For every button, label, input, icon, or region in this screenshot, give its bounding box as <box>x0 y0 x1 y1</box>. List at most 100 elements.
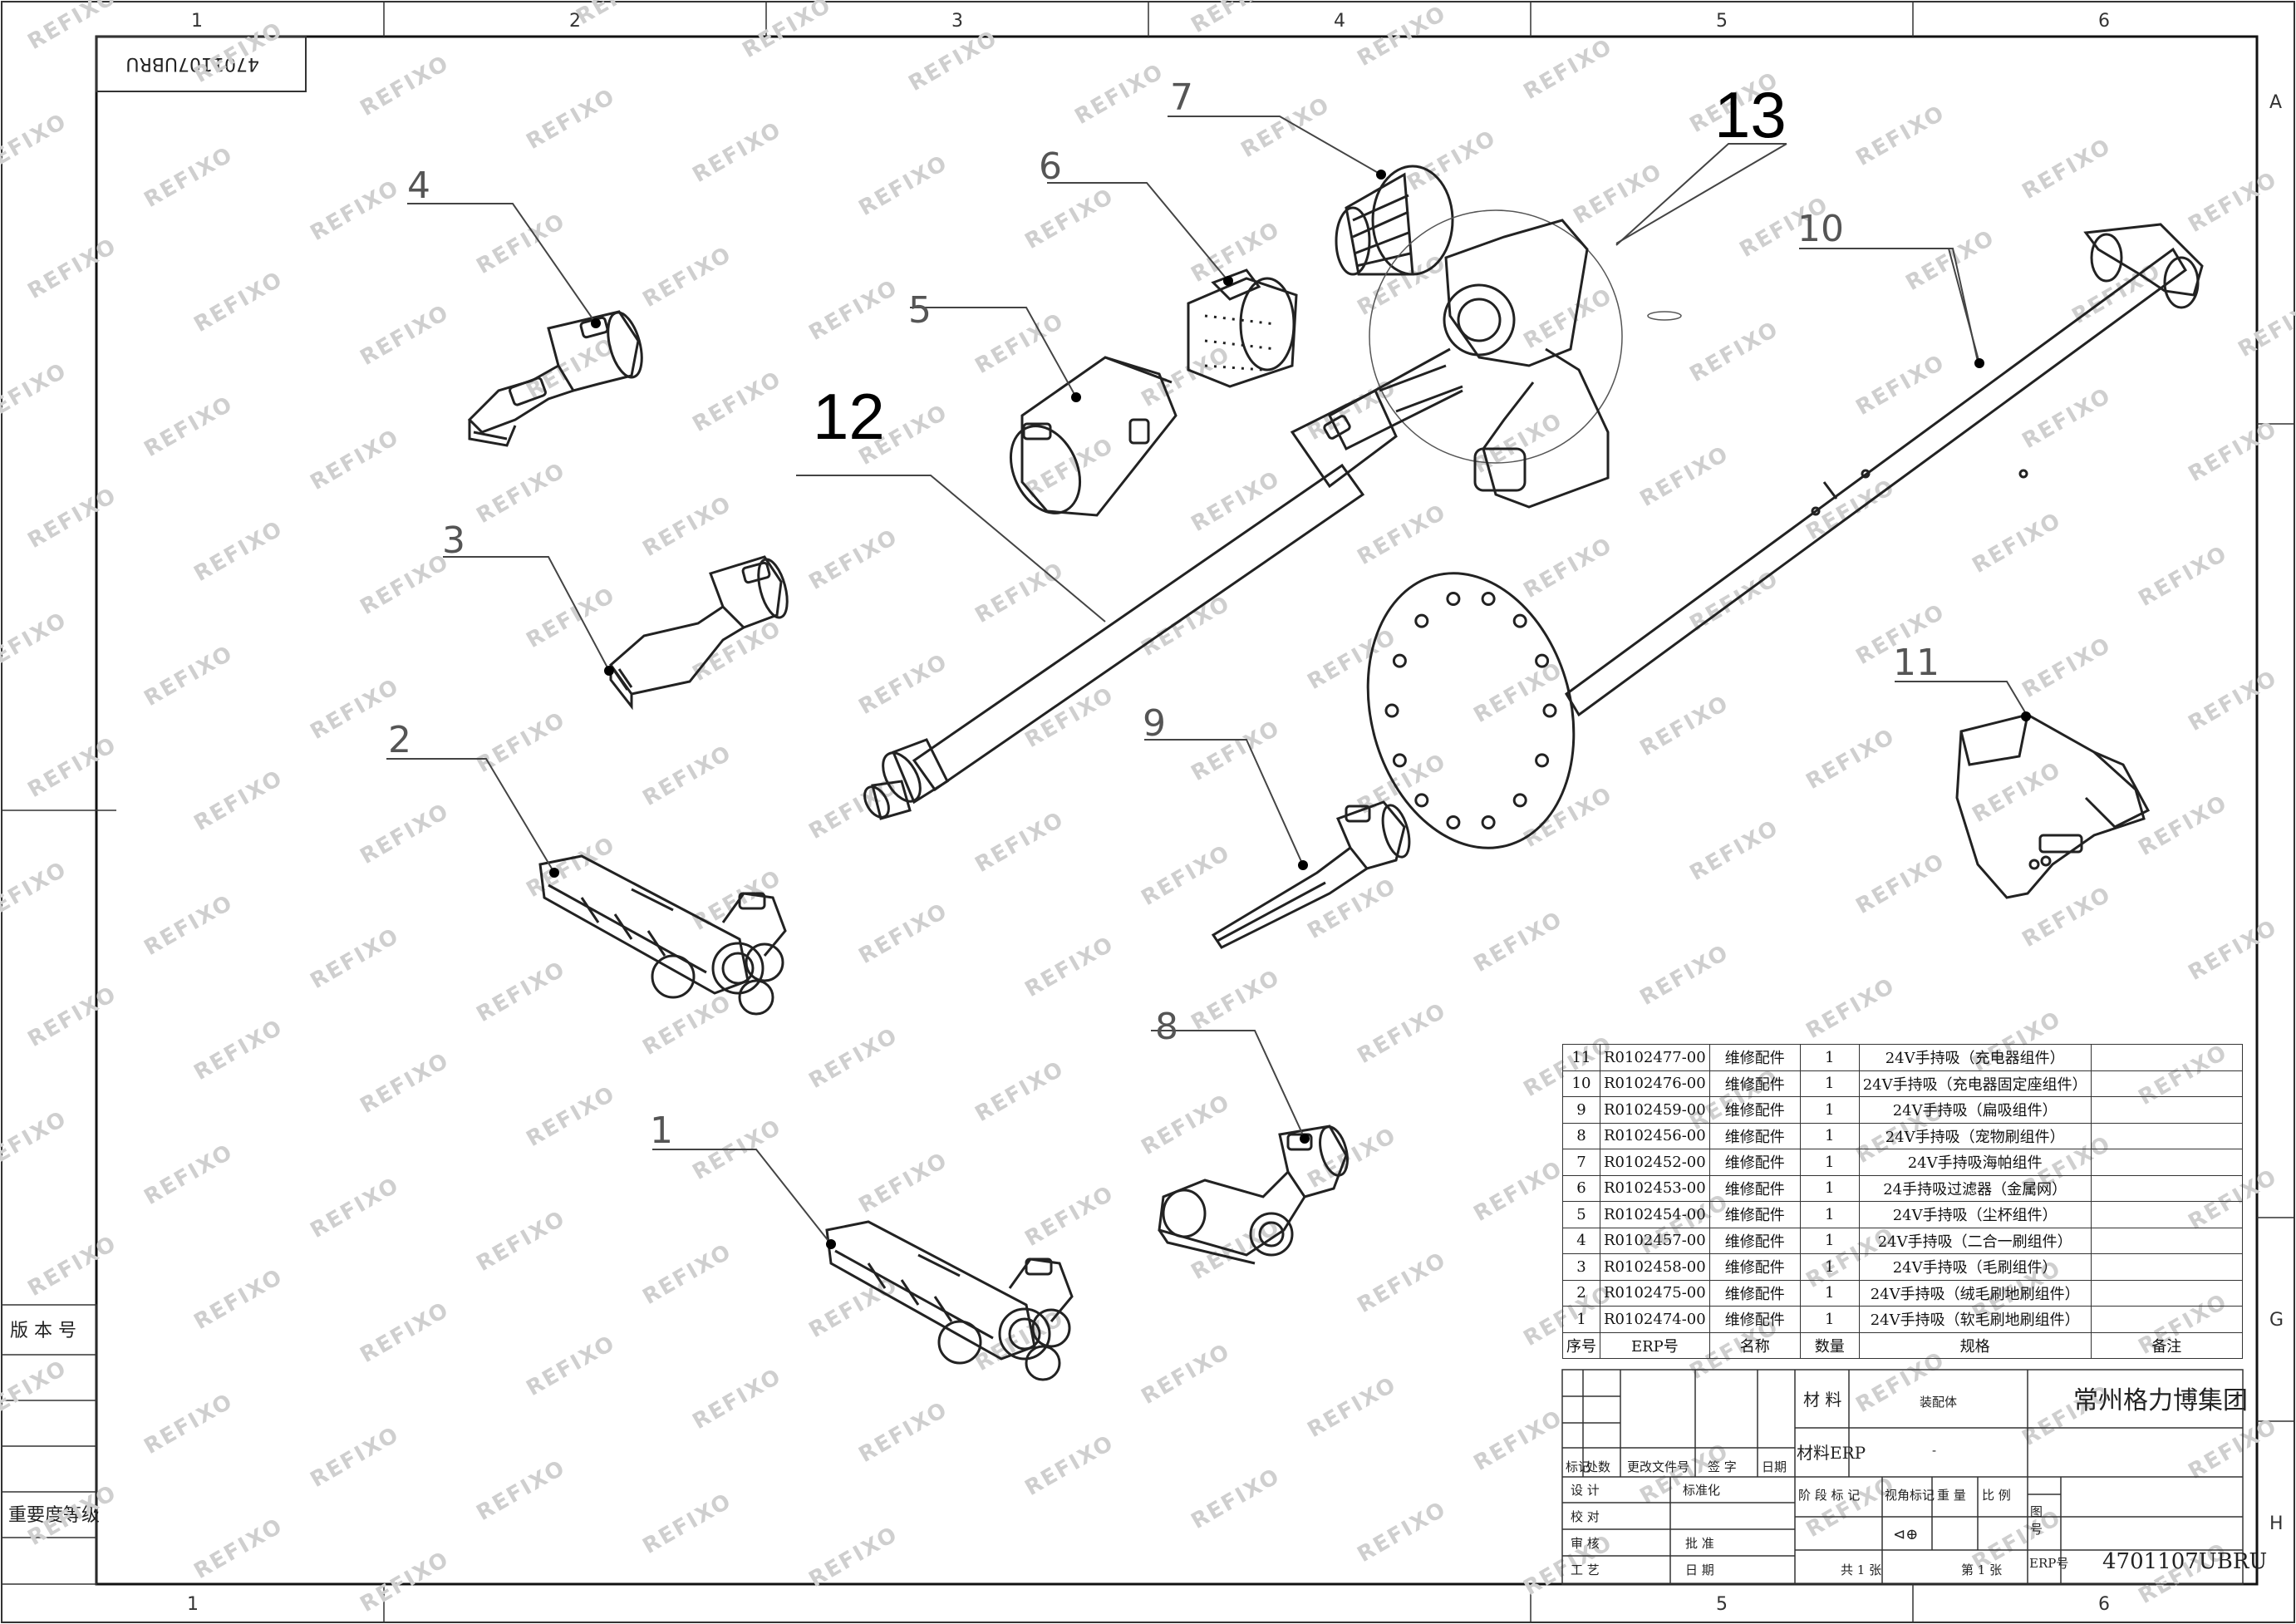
zone-top-4: 4 <box>1334 11 1345 32</box>
watermark-text: REFIXO <box>1187 466 1286 537</box>
watermark-text: REFIXO <box>24 0 122 55</box>
bom-cell <box>2090 1253 2244 1281</box>
watermark-text: REFIXO <box>689 367 787 437</box>
bom-cell: R0102459-00 <box>1600 1096 1710 1124</box>
bom-cell: R0102475-00 <box>1600 1279 1710 1307</box>
watermark-text: REFIXO <box>1021 1181 1119 1252</box>
watermark-text: REFIXO <box>2018 632 2117 703</box>
bom-cell: 维修配件 <box>1708 1044 1801 1071</box>
watermark-text: REFIXO <box>2185 416 2283 487</box>
watermark-text: REFIXO <box>24 483 122 554</box>
watermark-text: REFIXO <box>1902 225 2000 296</box>
watermark-text: REFIXO <box>1071 59 1169 130</box>
watermark-text: REFIXO <box>1686 815 1784 886</box>
bom-header-cell: 序号 <box>1562 1331 1600 1359</box>
watermark-text: REFIXO <box>1304 874 1402 944</box>
watermark-text: REFIXO <box>1470 907 1568 977</box>
bom-cell: 1 <box>1562 1306 1600 1333</box>
zone-top-1: 1 <box>191 11 203 32</box>
watermark-text: REFIXO <box>190 516 288 587</box>
bom-cell: 1 <box>1799 1227 1860 1254</box>
part-12-extension-tube <box>863 388 1398 820</box>
bom-cell: 24V手持吸（充电器组件） <box>1858 1044 2092 1071</box>
watermark-text: REFIXO <box>523 1081 621 1152</box>
watermark-text: REFIXO <box>1470 1156 1568 1227</box>
part-9-crevice-tool <box>1211 800 1411 949</box>
watermark-text: REFIXO <box>1187 965 1286 1036</box>
callout-9: 9 <box>1143 702 1166 745</box>
watermark-text: REFIXO <box>1354 998 1452 1069</box>
watermark-text: REFIXO <box>2018 383 2117 454</box>
bom-cell: 2 <box>1562 1279 1600 1307</box>
bom-cell: 4 <box>1562 1227 1600 1254</box>
watermark-text: REFIXO <box>0 1106 71 1177</box>
watermark-text: REFIXO <box>1636 940 1734 1011</box>
watermark-text: REFIXO <box>855 649 953 720</box>
bom-cell: 维修配件 <box>1708 1279 1801 1307</box>
watermark-text: REFIXO <box>1237 92 1335 163</box>
watermark-text: REFIXO <box>1304 1123 1402 1193</box>
material-label: 材 料 <box>1803 1390 1842 1410</box>
part-13-main-body <box>1328 209 1682 509</box>
base-hole <box>1446 592 1461 606</box>
watermark-text: REFIXO <box>1021 433 1119 504</box>
bom-cell: 1 <box>1799 1044 1860 1071</box>
erp-no-value: 4701107UBRU <box>2102 1549 2268 1574</box>
zone-top-5: 5 <box>1716 11 1728 32</box>
bom-cell <box>2090 1122 2244 1149</box>
watermark-text: REFIXO <box>473 707 571 778</box>
watermark-text: REFIXO <box>1686 317 1784 387</box>
watermark-text: REFIXO <box>473 458 571 529</box>
base-hole <box>1512 793 1527 808</box>
part-11-charger <box>1955 713 2151 899</box>
zone-top-6: 6 <box>2098 11 2110 32</box>
watermark-text: REFIXO <box>523 84 621 155</box>
watermark-text: REFIXO <box>307 1173 405 1243</box>
bom-cell: 24V手持吸（毛刷组件） <box>1858 1253 2092 1281</box>
watermark-text: REFIXO <box>2135 541 2233 612</box>
bom-cell: 24V手持吸（尘杯组件） <box>1858 1201 2092 1228</box>
bom-cell: 11 <box>1562 1044 1600 1071</box>
watermark-text: REFIXO <box>1520 782 1618 853</box>
company-name: 常州格力博集团 <box>2073 1386 2248 1415</box>
bom-cell: R0102477-00 <box>1600 1044 1710 1071</box>
bom-cell: 维修配件 <box>1708 1070 1801 1097</box>
erp-no-label: ERP号 <box>2029 1556 2069 1571</box>
role-review: 审 核 <box>1571 1536 1600 1551</box>
callout-13: 13 <box>1714 78 1787 151</box>
bom-cell <box>2090 1306 2244 1333</box>
bom-cell: 24V手持吸（二合一刷组件） <box>1858 1227 2092 1254</box>
watermark-text: REFIXO <box>140 890 238 961</box>
scale-label: 比 例 <box>1982 1488 2011 1503</box>
leader-dots <box>549 170 2031 1249</box>
watermark-text: REFIXO <box>140 1139 238 1210</box>
zone-bottom-6: 6 <box>2098 1594 2110 1615</box>
bom-cell: 维修配件 <box>1708 1174 1801 1202</box>
watermark-text: REFIXO <box>971 558 1069 628</box>
watermark-text: REFIXO <box>855 1148 953 1218</box>
watermark-text: REFIXO <box>1354 500 1452 570</box>
watermark-text: REFIXO <box>1138 840 1236 911</box>
watermark-text: REFIXO <box>0 109 71 180</box>
watermark-text: REFIXO <box>140 1389 238 1459</box>
bom-cell: R0102458-00 <box>1600 1253 1710 1281</box>
watermark-text: REFIXO <box>1354 1248 1452 1318</box>
base-hole <box>1392 753 1407 768</box>
base-hole <box>1446 815 1461 829</box>
watermark-text: REFIXO <box>2018 134 2117 204</box>
watermark-text: REFIXO <box>739 0 837 63</box>
title-block: 材 料 装配体 材料ERP - 常州格力博集团 标记 处数 更改文件号 签 字 … <box>1562 1370 2267 1584</box>
rev-header-sign: 签 字 <box>1708 1459 1737 1474</box>
bom-cell: 维修配件 <box>1708 1096 1801 1124</box>
base-hole <box>1542 703 1557 718</box>
zone-side-a: A <box>2269 92 2282 113</box>
watermark-text: REFIXO <box>639 990 737 1061</box>
role-process: 工 艺 <box>1571 1562 1600 1577</box>
view-mark-label: 视角标记 <box>1885 1488 1935 1503</box>
watermark-text: REFIXO <box>971 807 1069 878</box>
watermark-text: REFIXO <box>190 17 288 88</box>
watermark-text: REFIXO <box>639 491 737 562</box>
